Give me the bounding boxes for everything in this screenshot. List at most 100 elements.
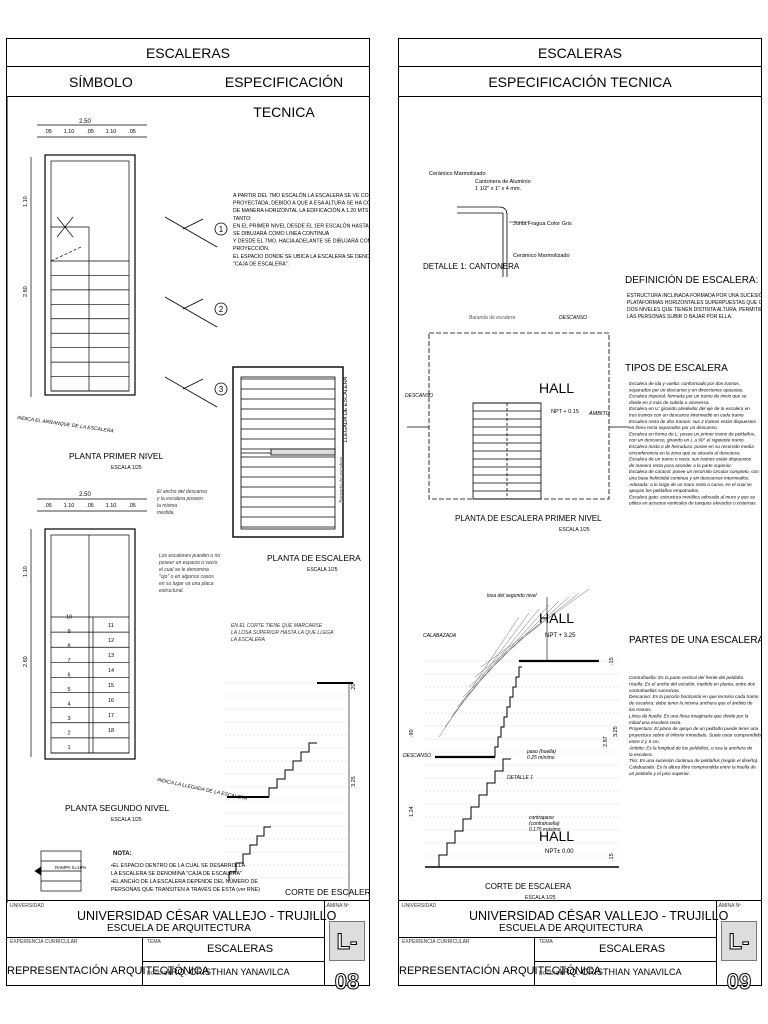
- label-hall-corte-2: HALL: [539, 828, 574, 844]
- cantonera-label: 1 1/2" x 1" x 4 mm.: [475, 186, 522, 192]
- note-main: A PARTIR DEL 7MO ESCALÓN LA ESCALERA SE …: [233, 192, 369, 267]
- paso-line: 0.25 mínimo: [527, 755, 555, 761]
- dim-corte-top: .20: [351, 683, 357, 691]
- tipos-line: en línea recta separados por un descanso…: [629, 425, 718, 430]
- nota-lines: •EL ESPACIO DENTRO DE LA CUAL SE DESARRO…: [111, 863, 260, 893]
- label-contrapaso: contrapaso(contrahuella)0.175 máximo: [529, 815, 561, 833]
- label-detalle: DETALLE 1: CANTONERA: [423, 262, 520, 271]
- label-paso: paso (huella)0.25 mínimo: [526, 749, 556, 761]
- step-number: 14: [108, 668, 114, 674]
- partes-line: entre 2 y 5 cm.: [629, 739, 660, 744]
- partes-line: contrahuellas sucesivas.: [629, 688, 680, 693]
- tipos-line: Escalera mixta o de herradura: posee en …: [629, 444, 754, 449]
- title-block-left: UNIVERSIDAD UNIVERSIDAD CÉSAR VALLEJO - …: [7, 900, 369, 995]
- plan-escalera-primer-nivel: [407, 332, 629, 500]
- dim-side-1: 1.10: [23, 196, 29, 207]
- school-name: ESCUELA DE ARQUITECTURA: [499, 923, 643, 934]
- corte-escalera-right: [425, 597, 619, 868]
- university-name: UNIVERSIDAD CÉSAR VALLEJO - TRUJILLO: [77, 909, 337, 923]
- title-block-right: UNIVERSIDAD UNIVERSIDAD CÉSAR VALLEJO - …: [399, 900, 761, 995]
- note-line: TANTO:: [233, 216, 252, 222]
- dim-label: .05: [128, 503, 136, 509]
- contrapaso-line: (contrahuella): [529, 821, 560, 827]
- corte-escalera: [227, 682, 353, 897]
- column-header-row: SÍMBOLO ESPECIFICACIÓN TECNICA: [7, 67, 369, 120]
- scale-plan-second-level: ESCALA 1/25: [111, 817, 142, 823]
- step-number: 2: [67, 731, 70, 737]
- symbol-circle: [214, 302, 228, 316]
- tipos-line: divide en 2 más de subida o viceversa.: [629, 400, 710, 405]
- note-line: y la escalera poseen: [156, 496, 203, 502]
- partes-line: Descanso: Es la porción horizontal en qu…: [629, 694, 759, 699]
- dim-label: .05: [128, 129, 136, 135]
- sheet-number: L-08: [329, 921, 365, 995]
- def-line: ESTRUCTURA INCLINADA FORMADA POR UNA SUC…: [627, 292, 761, 299]
- note-line: PROYECCIÓN.: [233, 245, 269, 252]
- corte-dim: .15: [609, 657, 615, 665]
- break-line: [164, 376, 218, 408]
- note-line: poseer un espacio o vacío: [158, 560, 218, 566]
- label-plan-second-level: PLANTA SEGUNDO NIVEL: [65, 803, 170, 813]
- tipos-line: Escalera en U: girando alrededor del eje…: [629, 406, 750, 411]
- note-line: LA LOSA SUPERIOR HASTA LA QUE LLEGA: [231, 630, 334, 636]
- scale-plan: ESCALA 1/25: [559, 527, 590, 533]
- tipos-line: circunferencia en la zona que se situarí…: [629, 450, 741, 455]
- symbol-circle: [214, 222, 228, 236]
- dim-label: 1.10: [64, 503, 75, 509]
- partes-title: PARTES DE UNA ESCALERA: [629, 635, 761, 646]
- label-rampa: RAMPA S=10%: [55, 865, 86, 870]
- rail-line: [456, 604, 550, 708]
- step-number: 15: [108, 683, 114, 689]
- def-title: DEFINICIÓN DE ESCALERA:: [625, 273, 758, 286]
- sheet-number: L-09: [721, 921, 757, 995]
- rail-line: [450, 608, 540, 718]
- step-number: 16: [108, 698, 114, 704]
- tb-label-sheet: LÁMINA Nº: [715, 903, 741, 909]
- note-line: SE DIBUJARÁ COMO LINEA CONTINUA: [233, 230, 330, 237]
- symbol-circle: [214, 382, 228, 396]
- dim-total-width-1: 2.50: [79, 119, 91, 125]
- partes-line: un peldaño y el piso superior.: [629, 771, 690, 776]
- professor-name: ARQ. CRISTHIAN YANAVILCA: [557, 967, 682, 977]
- dim-label: .05: [86, 503, 94, 509]
- symbol-number: 2: [219, 305, 224, 314]
- note-line: LA ESCALERA: [231, 637, 266, 643]
- npt-corte-top: NPT + 3.25: [545, 633, 576, 639]
- label-detalle-tag: DETALLE 1: [507, 775, 533, 781]
- dim-side-3: 1.10: [23, 566, 29, 577]
- npt-corte-bottom: NPT± 0.00: [545, 849, 574, 855]
- label-descanso-plan: DESCANSO: [559, 315, 587, 321]
- tipos-line: tres tramos con un descanso intermedio e…: [629, 413, 744, 418]
- partes-line: de escalera: debe tener la misma anchura…: [629, 701, 753, 706]
- corte-baranda: [438, 588, 590, 738]
- scale-plan-first-level: ESCALA 1/25: [111, 465, 142, 471]
- step-number: 10: [66, 615, 72, 621]
- partes-line: Proyectura: El plano de apoyo de un peld…: [629, 726, 759, 731]
- cantonera-label: Cerámico Marmolizado: [429, 171, 486, 177]
- plan-escalera: [232, 366, 344, 538]
- note-line: A PARTIR DEL 7MO ESCALÓN LA ESCALERA SE …: [233, 192, 369, 199]
- contrapaso-line: 0.175 máximo: [529, 827, 561, 833]
- label-calabazada: CALABAZADA: [423, 633, 457, 639]
- break-mark: [182, 378, 204, 390]
- def-line: LAS PERSONAS SUBIR O BAJAR POR ELLA.: [627, 314, 732, 320]
- note-line: EN EL PRIMER NIVEL DESDE EL 1ER ESCALÓN …: [233, 222, 369, 229]
- step-number: 18: [108, 728, 114, 734]
- tipos-line: Escalera gato: estructura metálica adosa…: [629, 494, 756, 499]
- step-number: 6: [67, 673, 70, 679]
- partes-line: Huella: Es el ancho del escalón, medido …: [629, 681, 756, 686]
- note-line: la misma: [157, 503, 177, 509]
- label-ambito: ÁMBITO: [588, 410, 611, 417]
- course-name: REPRESENTACIÓN ARQUITECTÓNICA: [399, 965, 602, 977]
- tema-value: ESCALERAS: [599, 943, 666, 955]
- corte-grid-right: [425, 660, 619, 857]
- tipos-line: Escalera de un tramo o recta: sus tramos…: [629, 457, 752, 462]
- university-name: UNIVERSIDAD CÉSAR VALLEJO - TRUJILLO: [469, 909, 729, 923]
